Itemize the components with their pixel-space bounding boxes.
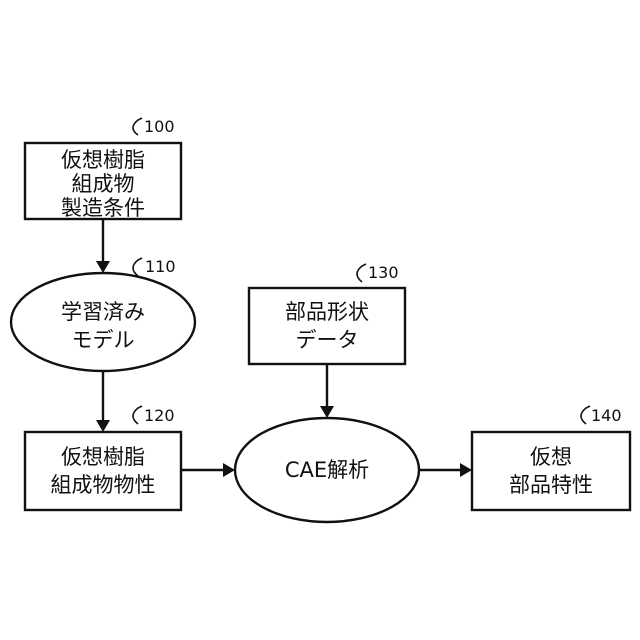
node-140-leader [581, 406, 590, 424]
node-130: 部品形状 データ 130 [249, 263, 405, 364]
edge-130-to-cae-arrowhead [320, 406, 334, 418]
edge-120-to-cae [181, 463, 235, 477]
node-140-line-1: 仮想 [530, 445, 572, 469]
node-100-leader [133, 118, 142, 135]
node-100-line-3: 製造条件 [61, 196, 145, 220]
node-130-line-2: データ [296, 328, 359, 352]
node-130-leader [357, 264, 366, 282]
edge-100-to-110-arrowhead [96, 261, 110, 273]
edge-120-to-cae-arrowhead [223, 463, 235, 477]
node-140-box [472, 432, 630, 510]
node-cae-line-1: CAE解析 [285, 458, 369, 482]
node-100-line-2: 組成物 [72, 172, 135, 196]
node-140-ref: 140 [591, 406, 622, 425]
node-cae: CAE解析 [235, 418, 419, 522]
edge-110-to-120 [96, 371, 110, 432]
edge-cae-to-140-arrowhead [460, 463, 472, 477]
edge-cae-to-140 [419, 463, 472, 477]
node-110-line-1: 学習済み [61, 300, 145, 324]
node-120-leader [133, 406, 142, 424]
node-130-line-1: 部品形状 [285, 300, 369, 324]
node-110-line-2: モデル [72, 328, 135, 352]
node-100-line-1: 仮想樹脂 [61, 148, 145, 172]
node-110: 学習済み モデル 110 [11, 257, 195, 371]
node-120-box [25, 432, 181, 510]
node-110-ref: 110 [145, 257, 176, 276]
node-130-ref: 130 [368, 263, 399, 282]
node-100-ref: 100 [144, 117, 175, 136]
edge-100-to-110 [96, 219, 110, 273]
node-110-leader [133, 258, 142, 276]
edge-130-to-cae [320, 364, 334, 418]
node-100: 仮想樹脂 組成物 製造条件 100 [25, 117, 181, 220]
node-120-ref: 120 [144, 406, 175, 425]
node-140-line-2: 部品特性 [509, 473, 593, 497]
node-140: 仮想 部品特性 140 [472, 406, 630, 510]
edge-110-to-120-arrowhead [96, 420, 110, 432]
node-120-line-1: 仮想樹脂 [61, 445, 145, 469]
node-120-line-2: 組成物物性 [51, 473, 156, 497]
